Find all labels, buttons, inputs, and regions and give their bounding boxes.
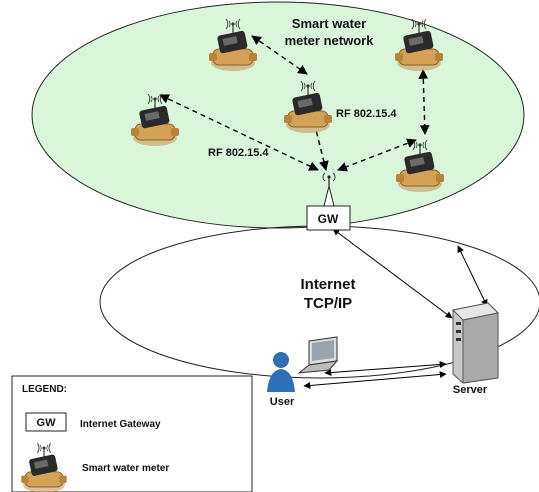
network-title-line1: Smart water — [292, 16, 366, 31]
protocol-label: TCP/IP — [304, 295, 352, 312]
network-title-line2: meter network — [285, 33, 375, 48]
legend-gateway-symbol: GW — [37, 417, 57, 429]
legend-title: LEGEND: — [22, 384, 67, 395]
meter-network-area — [31, 1, 525, 229]
gateway-label: GW — [318, 212, 339, 226]
user-label: User — [270, 396, 295, 408]
laptop-icon — [297, 336, 339, 374]
server-icon — [451, 302, 500, 384]
server-label: Server — [453, 384, 488, 396]
gateway-box — [306, 205, 351, 231]
link-gw-server — [332, 228, 453, 319]
rf-link — [337, 138, 417, 172]
gateway: GW — [306, 172, 351, 231]
rf-link — [159, 94, 319, 171]
rf-link — [251, 35, 308, 75]
legend: LEGEND: GW Internet Gateway Smart water … — [11, 375, 253, 492]
rf-link — [418, 69, 430, 135]
link-server-user — [303, 371, 447, 389]
link-network-server — [457, 245, 488, 307]
rf-label-right: RF 802.15.4 — [336, 108, 397, 120]
legend-meter-label: Smart water meter — [82, 463, 169, 474]
internet-label: Internet — [300, 276, 355, 293]
user-icon — [267, 352, 295, 392]
legend-gateway-label: Internet Gateway — [80, 419, 161, 430]
rf-label-left: RF 802.15.4 — [208, 147, 269, 159]
